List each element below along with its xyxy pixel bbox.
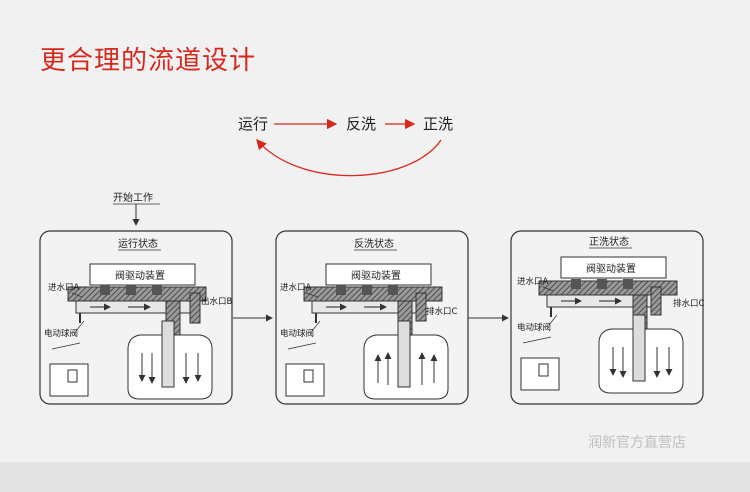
outlet-label: 出水口B: [201, 296, 233, 307]
drain-label: 排水口C: [673, 298, 705, 309]
cycle-step-backwash: 反洗: [346, 115, 376, 133]
watermark: 润新官方直营店: [588, 435, 686, 451]
panel-state-title: 运行状态: [118, 237, 158, 250]
cycle-step-run: 运行: [238, 115, 268, 133]
inlet-label: 进水口A: [280, 282, 312, 293]
panel-run-state: 运行状态 阀驱动装置 进水口A 出水口B 电动球阀: [39, 230, 233, 405]
valve-drive-label: 阀驱动装置: [586, 262, 636, 275]
inlet-label: 进水口A: [517, 276, 549, 287]
bottom-strip: [0, 462, 750, 492]
page-title: 更合理的流道设计: [40, 46, 257, 76]
panel-rinse-state: 正洗状态 阀驱动装置 进水口A 排水口C 电动球阀: [510, 230, 705, 405]
panel-state-title: 正洗状态: [589, 235, 629, 248]
inlet-label: 进水口A: [48, 282, 80, 293]
ball-valve-label: 电动球阀: [517, 322, 551, 333]
panel-backwash-state: 反洗状态 阀驱动装置 进水口A 排水口C 电动球阀: [275, 230, 469, 405]
cycle-arrow-rinse-to-run: [256, 139, 442, 177]
cycle-step-rinse: 正洗: [423, 115, 453, 133]
valve-drive-label: 阀驱动装置: [351, 269, 401, 282]
valve-drive-label: 阀驱动装置: [115, 269, 165, 282]
panel-state-title: 反洗状态: [354, 237, 394, 250]
ball-valve-label: 电动球阀: [280, 328, 314, 339]
drain-label: 排水口C: [426, 306, 458, 317]
ball-valve-label: 电动球阀: [44, 328, 78, 339]
start-label: 开始工作: [113, 191, 153, 204]
